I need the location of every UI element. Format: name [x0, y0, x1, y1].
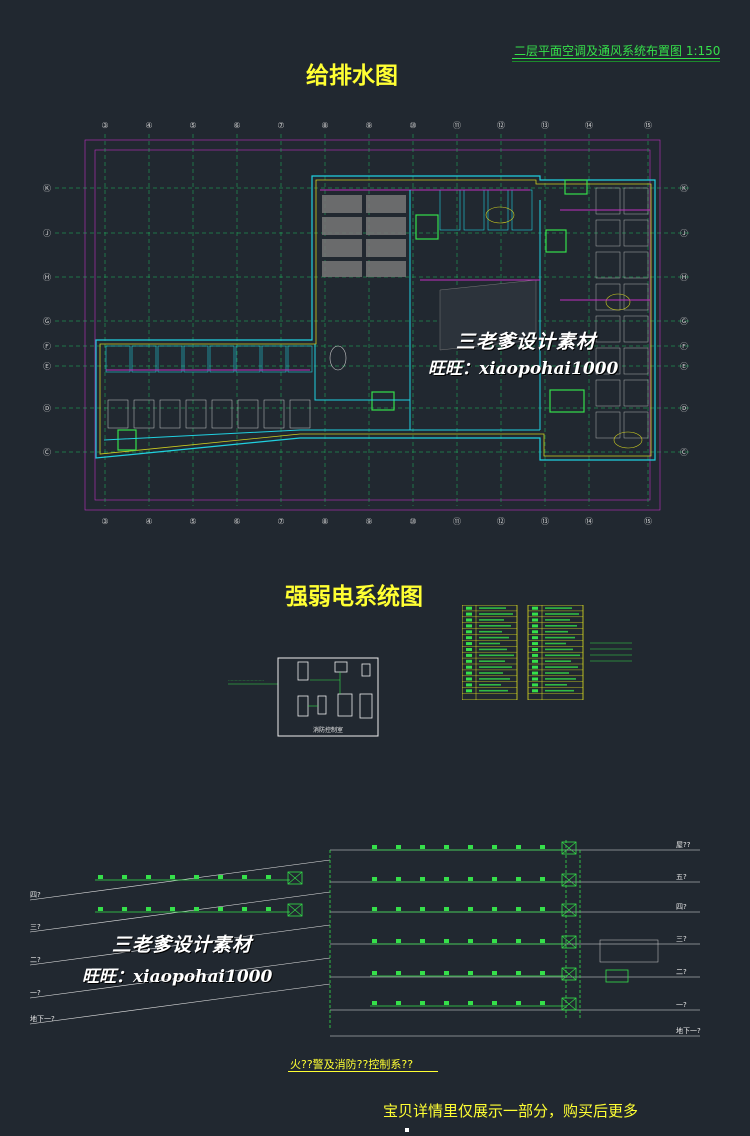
floor-label-right: 五? — [676, 873, 687, 881]
column-axis-label: ⑭ — [585, 121, 593, 130]
floor-plan: ③ ③ ④ ④ ⑤ ⑤ ⑥ ⑥ ⑦ ⑦ ⑧ ⑧ ⑨ ⑨ ⑩ ⑩ ⑪ ⑪ ⑫ ⑫ ⑬ ⑬ ⑭ ⑭ ⑮ ⑮ Ⓚ Ⓚ Ⓙ Ⓙ Ⓗ Ⓗ Ⓖ Ⓖ Ⓕ Ⓕ Ⓔ Ⓔ Ⓓ Ⓓ… — [43, 121, 690, 526]
room-label: 消防控制室 — [313, 726, 343, 734]
column-axis-label: ④ — [145, 121, 152, 130]
floor-label-right: 四? — [676, 903, 687, 911]
drawing-title-underline-2 — [512, 61, 720, 62]
column-axis-label: ④ — [145, 517, 152, 526]
grid-frame — [84, 139, 661, 511]
column-axis-label: ⑮ — [644, 121, 652, 130]
footer-mark — [405, 1128, 409, 1132]
stair-cores — [117, 179, 588, 451]
column-axis-label: ⑪ — [453, 517, 461, 526]
column-axis-label: ⑦ — [277, 517, 284, 526]
floor-label-right: 二? — [676, 968, 687, 976]
row-axis-label: Ⓒ — [43, 448, 51, 457]
watermark-line2: 旺旺：xiaopohai1000 — [428, 359, 619, 379]
floor-label-left: 一? — [30, 989, 41, 997]
column-axis-label: ⑥ — [233, 517, 240, 526]
row-axis-label: Ⓒ — [680, 448, 688, 457]
interior-rooms — [105, 187, 649, 449]
fire-alarm-caption: 火??警及消防??控制系?? — [290, 1058, 414, 1071]
row-axis-label: Ⓓ — [43, 404, 51, 413]
column-axis-label: ⑥ — [233, 121, 240, 130]
watermark-line2-bottom: 旺旺：xiaopohai1000 — [82, 967, 273, 987]
column-axis-label: ⑬ — [541, 121, 549, 130]
column-axis-label: ⑤ — [189, 517, 196, 526]
column-axis-label: ⑫ — [497, 517, 505, 526]
column-axis-label: ⑨ — [365, 517, 372, 526]
fire-control-room: ……………………… 消防控制室 — [228, 657, 379, 737]
column-axis-label: ⑩ — [409, 517, 416, 526]
column-axis-label: ⑨ — [365, 121, 372, 130]
building-outline — [95, 175, 656, 461]
column-axis-label: ⑬ — [541, 517, 549, 526]
column-axis-label: ⑭ — [585, 517, 593, 526]
column-axis-label: ③ — [101, 121, 108, 130]
fire-alarm-riser: 四? 三? 二? 一? 地下一? 屋?? 五? 四? 三? 二? 一? 地下一? — [29, 840, 701, 1037]
column-axis-label: ⑧ — [321, 517, 328, 526]
row-axis-label: Ⓚ — [43, 184, 51, 193]
plumbing-title: 给排水图 — [306, 63, 398, 89]
column-axis-label: ⑦ — [277, 121, 284, 130]
drawing-title-underline — [512, 58, 720, 59]
riser-floors: 四? 三? 二? 一? 地下一? 屋?? 五? 四? 三? 二? 一? 地下一? — [29, 840, 701, 1037]
row-axis-label: Ⓕ — [43, 342, 51, 351]
floor-label-right: 屋?? — [676, 841, 691, 849]
floor-label-right: 地下一? — [676, 1026, 701, 1035]
row-axis-label: Ⓚ — [680, 184, 688, 193]
legend-tables — [462, 605, 632, 700]
row-axis-label: Ⓗ — [43, 273, 51, 282]
column-axis-label: ⑤ — [189, 121, 196, 130]
column-axis-label: ⑪ — [453, 121, 461, 130]
row-axis-label: Ⓔ — [43, 362, 51, 371]
pipes — [103, 189, 650, 441]
column-axis-label: ⑫ — [497, 121, 505, 130]
column-axis-label: ⑩ — [409, 121, 416, 130]
watermark-line1: 三老爹设计素材 — [456, 331, 597, 353]
column-axis-label: ⑮ — [644, 517, 652, 526]
floor-label-left: 地下一? — [30, 1014, 55, 1023]
drawing-title: 二层平面空调及通风系统布置图 1:150 — [514, 44, 721, 58]
row-axis-label: Ⓓ — [680, 404, 688, 413]
floor-label-left: 二? — [30, 956, 41, 964]
row-axis-label: Ⓔ — [680, 362, 688, 371]
caption-underline — [288, 1071, 438, 1072]
floor-label-left: 三? — [30, 923, 41, 931]
footer-note: 宝贝详情里仅展示一部分，购买后更多 — [383, 1102, 639, 1120]
electrical-title: 强弱电系统图 — [285, 584, 423, 610]
auditorium — [322, 195, 406, 277]
row-axis-label: Ⓖ — [43, 317, 51, 326]
row-axis-label: Ⓖ — [680, 317, 688, 326]
row-axis-label: Ⓙ — [43, 229, 51, 238]
svg-text:………………………: ……………………… — [228, 677, 264, 682]
row-axis-label: Ⓙ — [680, 229, 688, 238]
column-axis-label: ③ — [101, 517, 108, 526]
row-axis-label: Ⓗ — [680, 273, 688, 282]
floor-label-left: 四? — [30, 891, 41, 899]
floor-label-right: 一? — [676, 1001, 687, 1009]
watermark-line1-bottom: 三老爹设计素材 — [112, 934, 253, 956]
column-axis-label: ⑧ — [321, 121, 328, 130]
floor-label-right: 三? — [676, 935, 687, 943]
row-axis-label: Ⓕ — [680, 342, 688, 351]
